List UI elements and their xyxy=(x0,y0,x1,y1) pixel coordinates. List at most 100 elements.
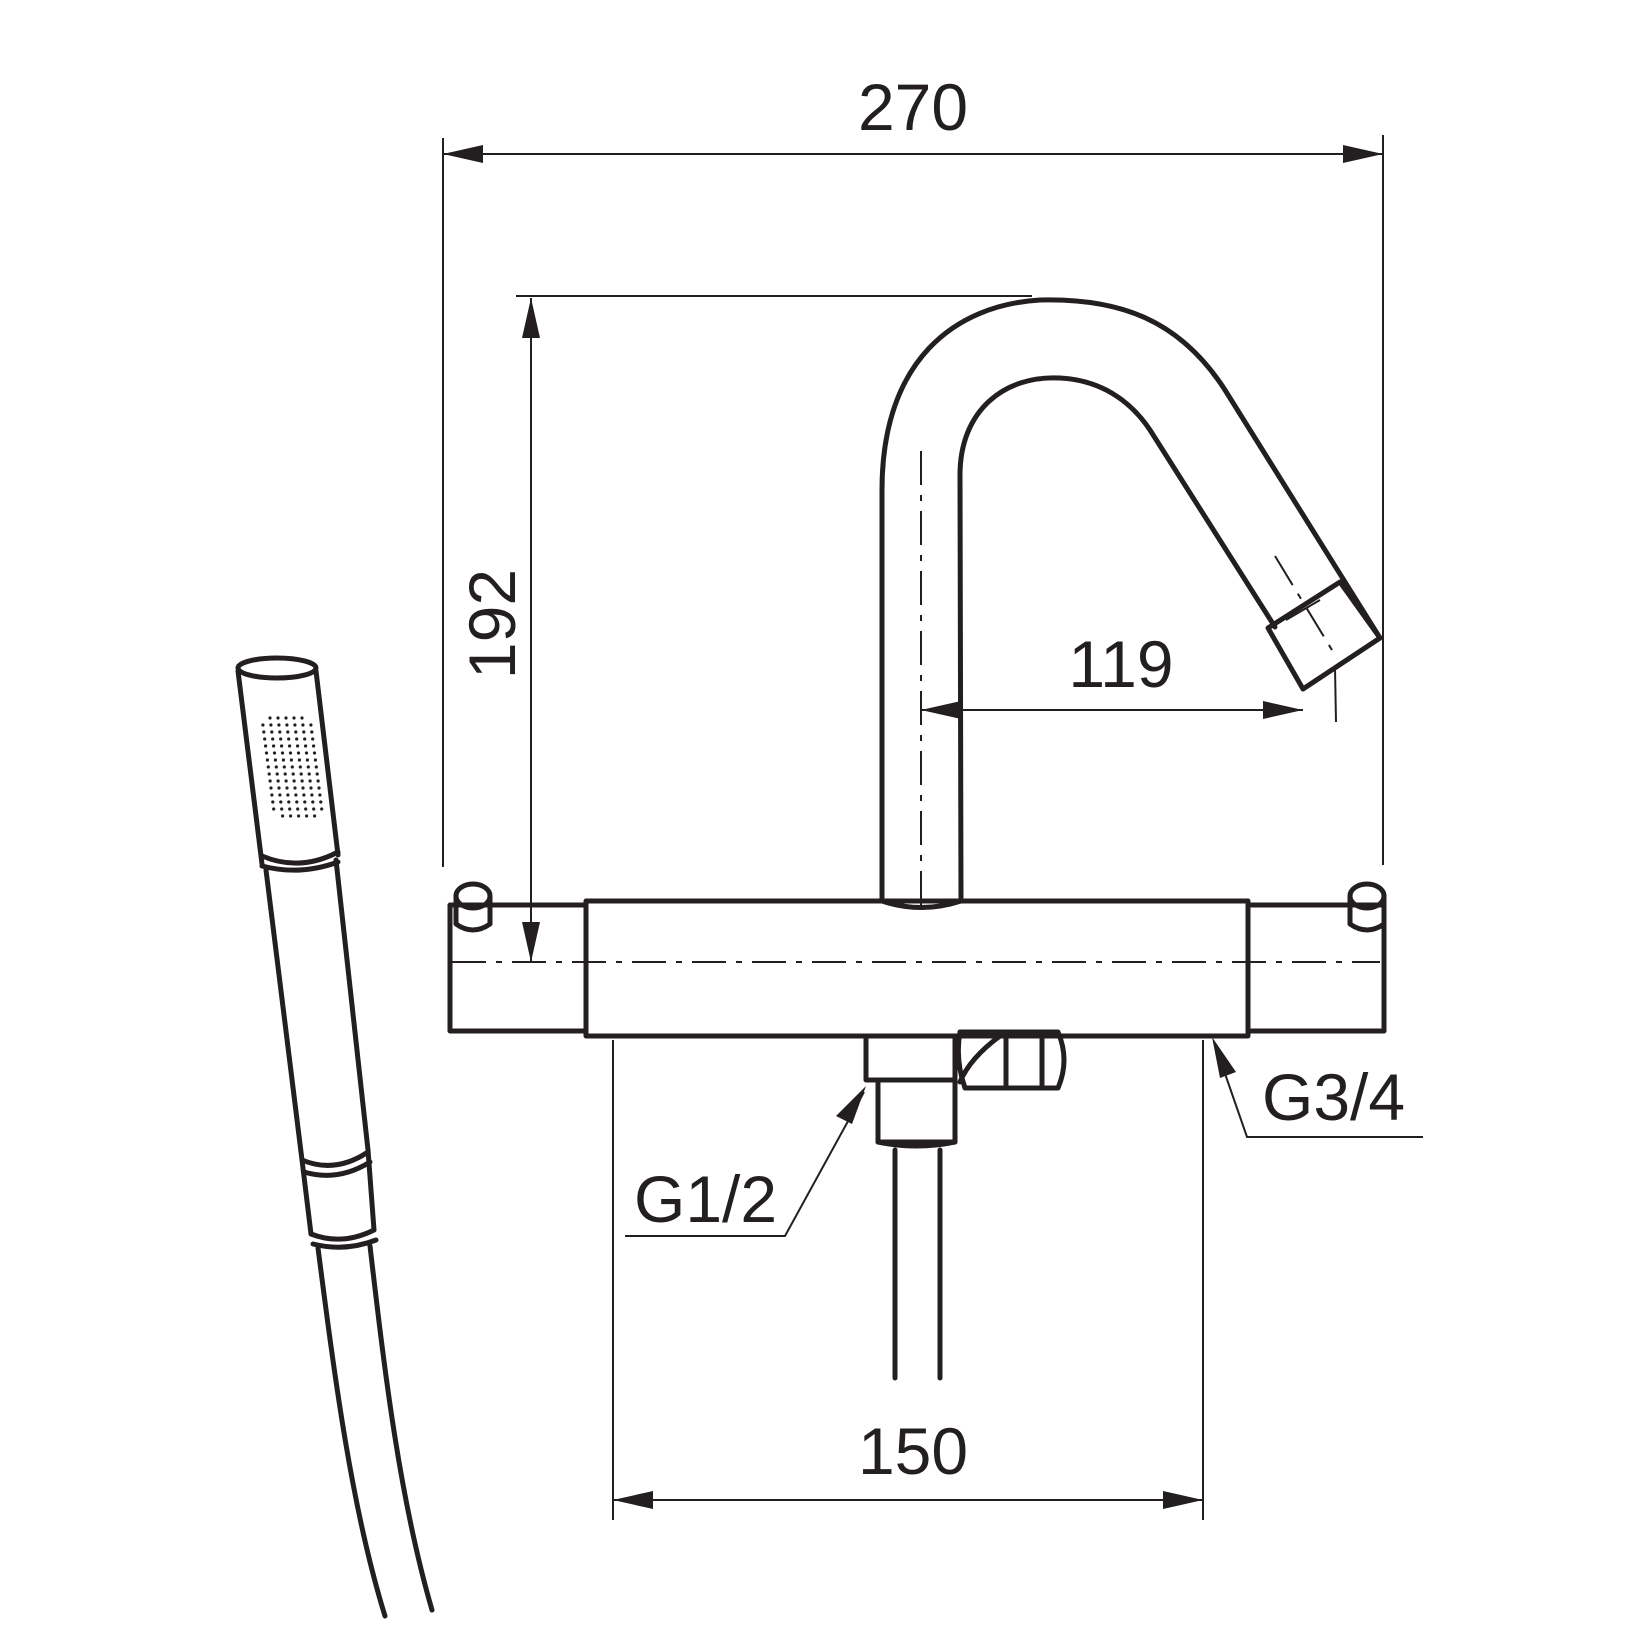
right-handle-cap xyxy=(1347,881,1387,933)
shower-nozzle xyxy=(305,814,309,818)
mixer-main-body xyxy=(583,898,1251,1039)
shower-nozzle xyxy=(270,793,274,797)
left-handle xyxy=(447,902,589,1034)
ferrule-upper-ring xyxy=(299,1149,373,1178)
shower-nozzle xyxy=(280,744,284,748)
shower-nozzle xyxy=(271,737,275,741)
shower-nozzle xyxy=(282,765,286,769)
shower-nozzle xyxy=(316,779,320,783)
shower-nozzle xyxy=(312,751,317,755)
connection-centres-label: 150 xyxy=(858,1414,968,1488)
shower-nozzle xyxy=(262,730,266,734)
shower-nozzle xyxy=(281,758,285,762)
shower-nozzle xyxy=(273,758,277,762)
diverter-knob xyxy=(955,1029,1067,1091)
shower-nozzle xyxy=(268,779,272,783)
shower-nozzle xyxy=(263,737,267,741)
shower-nozzle xyxy=(315,772,319,776)
shower-nozzle xyxy=(272,807,276,811)
shower-nozzle xyxy=(265,758,269,762)
shower-handle xyxy=(263,857,371,1163)
shower-nozzle xyxy=(279,800,283,804)
outlet-cross-line xyxy=(1285,599,1321,621)
shower-nozzle-grid xyxy=(261,716,324,818)
shower-nozzle xyxy=(304,744,308,748)
shower-nozzle xyxy=(284,779,288,783)
shower-nozzle xyxy=(302,730,306,734)
shower-nozzle xyxy=(319,800,323,804)
shower-nozzle xyxy=(287,737,291,741)
shower-nozzle xyxy=(309,723,313,727)
dimension-connection-centres: 150 xyxy=(612,1040,1204,1520)
shower-nozzle xyxy=(301,786,305,790)
shower-nozzle xyxy=(318,793,322,797)
shower-nozzle xyxy=(275,772,279,776)
diverter-knob-grip xyxy=(1003,1029,1045,1091)
shower-nozzle xyxy=(302,793,306,797)
shower-nozzle xyxy=(278,730,282,734)
dimension-spout-reach: 119 xyxy=(921,627,1337,723)
shower-nozzle xyxy=(281,814,285,818)
inlet-thread-label: G3/4 xyxy=(1262,1060,1405,1134)
shower-nozzle xyxy=(296,744,300,748)
shower-nozzle xyxy=(276,779,280,783)
left-handle-cap xyxy=(453,881,493,933)
dimension-overall-width: 270 xyxy=(442,70,1384,867)
shower-nozzle xyxy=(272,751,277,755)
shower-nozzle xyxy=(285,786,289,790)
shower-hose-left xyxy=(315,1245,388,1619)
ferrule-lower-ring xyxy=(308,1227,379,1250)
shower-nozzle xyxy=(312,807,316,811)
shower-nozzle xyxy=(300,716,304,720)
shower-nozzle xyxy=(312,744,316,748)
shower-nozzle xyxy=(272,744,276,748)
shower-nozzle xyxy=(310,793,314,797)
shower-nozzle xyxy=(304,807,308,811)
shower-nozzle xyxy=(283,772,287,776)
shower-nozzle xyxy=(271,800,275,804)
shower-nozzle xyxy=(261,723,265,727)
outlet-nut xyxy=(875,1077,958,1145)
shower-nozzle xyxy=(269,723,273,727)
shower-nozzle xyxy=(317,786,321,790)
shower-nozzle xyxy=(289,814,293,818)
shower-nozzle xyxy=(278,793,282,797)
shower-nozzle xyxy=(309,786,313,790)
shower-nozzle xyxy=(291,772,295,776)
shower-nozzle xyxy=(290,765,294,769)
shower-nozzle xyxy=(292,716,296,720)
shower-hose-right xyxy=(367,1243,435,1613)
outlet-pipe xyxy=(892,1147,943,1381)
shower-nozzle xyxy=(289,758,293,762)
shower-nozzle xyxy=(264,744,268,748)
hand-shower xyxy=(235,655,435,1619)
spout xyxy=(879,297,1383,910)
shower-nozzle xyxy=(293,723,297,727)
shower-nozzle xyxy=(320,807,324,811)
shower-nozzle xyxy=(264,751,269,755)
shower-nozzle xyxy=(298,765,302,769)
overall-width-label: 270 xyxy=(858,70,968,144)
shower-nozzle xyxy=(292,779,296,783)
shower-nozzle xyxy=(299,772,303,776)
shower-head-body xyxy=(235,668,341,867)
shower-nozzle xyxy=(280,751,285,755)
outlet-thread-label: G1/2 xyxy=(634,1162,777,1236)
shower-nozzle xyxy=(268,716,272,720)
spout-outer-edge xyxy=(879,297,1383,904)
shower-nozzle xyxy=(307,772,311,776)
shower-nozzle xyxy=(288,744,292,748)
shower-nozzle xyxy=(306,765,310,769)
shower-nozzle xyxy=(296,807,300,811)
outlet-upper-block xyxy=(863,1033,958,1083)
shower-nozzle xyxy=(280,807,284,811)
shower-nozzle xyxy=(266,765,270,769)
shower-nozzle xyxy=(279,737,283,741)
shower-nozzle xyxy=(296,751,301,755)
shower-nozzle xyxy=(277,786,281,790)
callout-inlet-thread: G3/4 xyxy=(1212,1037,1423,1138)
shower-nozzle xyxy=(311,737,315,741)
shower-nozzle xyxy=(313,758,317,762)
shower-nozzle xyxy=(308,779,312,783)
shower-nozzle xyxy=(288,807,292,811)
